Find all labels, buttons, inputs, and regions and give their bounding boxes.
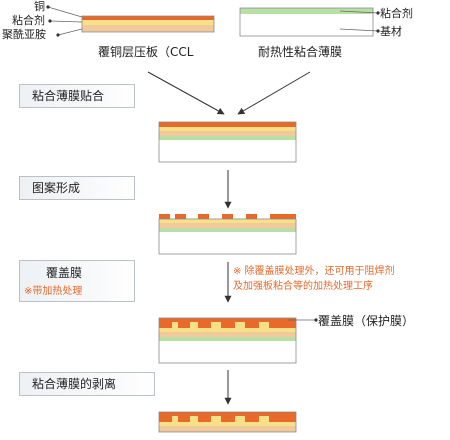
stack-after-patterning <box>158 214 297 255</box>
stack-with-coverlay <box>158 317 318 364</box>
film-substrate-layer <box>240 14 373 36</box>
film-substrate-label: 基材 <box>380 25 402 38</box>
ccl-polyimide-label: 聚酰亚胺 <box>2 28 46 41</box>
ccl-adhesive-layer <box>82 20 214 25</box>
ccl-polyimide-layer <box>82 25 214 32</box>
stack-after-lamination <box>158 121 297 163</box>
step-label-pattern-formation: 图案形成 <box>32 181 81 195</box>
step-label-coverlay: 覆盖膜 <box>46 266 83 280</box>
film-adhesive-label: 粘合剂 <box>380 7 413 20</box>
stack-after-peeling <box>158 411 297 433</box>
ccl-title: 覆铜层压板（CCL <box>98 45 194 59</box>
ccl-copper-layer <box>82 16 214 20</box>
side-note-line-2: 及加强板粘合等的加热处理工序 <box>233 281 373 292</box>
step-box-film-peeling: 粘合薄膜的剥离 <box>19 372 155 396</box>
arrow-film-to-lamination <box>237 71 311 115</box>
step-box-film-lamination: 粘合薄膜贴合 <box>19 84 135 108</box>
ccl-stack <box>46 5 215 37</box>
film-adhesive-layer <box>240 8 373 14</box>
step-label-film-lamination: 粘合薄膜贴合 <box>32 89 105 103</box>
step-label-film-peeling: 粘合薄膜的剥离 <box>32 377 117 391</box>
film-stack <box>239 7 380 37</box>
coverlay-label: 覆盖膜（保护膜） <box>318 314 415 328</box>
ccl-adhesive-label: 粘合剂 <box>12 14 45 27</box>
film-title: 耐热性粘合薄膜 <box>258 45 343 59</box>
step-note-heat-treatment: ※带加热处理 <box>24 286 83 297</box>
step-box-coverlay: 覆盖膜 ※带加热处理 <box>19 260 135 302</box>
step-box-pattern-formation: 图案形成 <box>19 176 135 200</box>
arrow-ccl-to-lamination <box>147 71 225 115</box>
side-note-line-1: ※ 除覆盖膜处理外，还可用于阻焊剂 <box>233 266 395 277</box>
ccl-copper-label: 铜 <box>34 0 45 13</box>
